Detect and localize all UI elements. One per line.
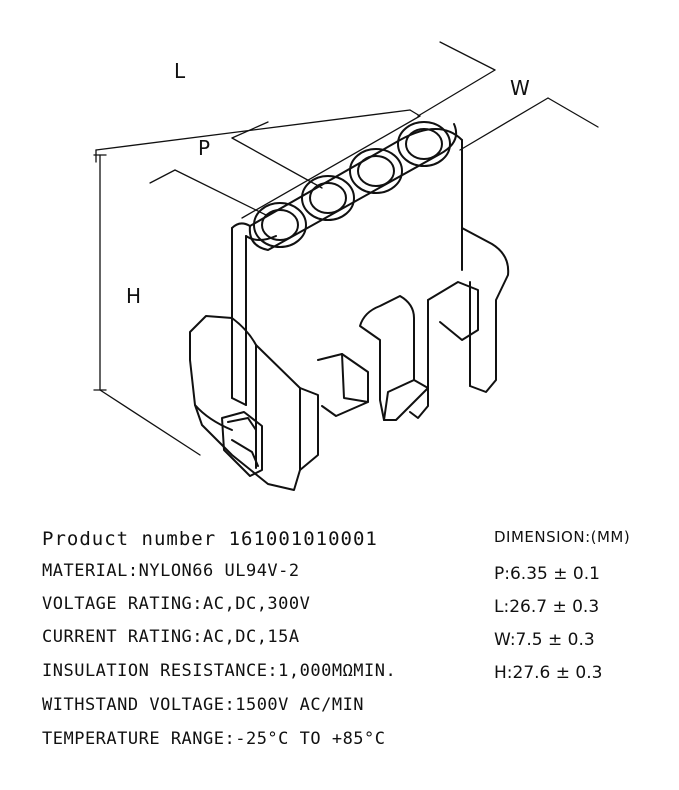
dim-label-p: P	[198, 136, 210, 160]
spec-insulation-resistance: INSULATION RESISTANCE:1,000MΩMIN.	[42, 661, 397, 681]
spec-material: MATERIAL:NYLON66 UL94V-2	[42, 561, 300, 581]
dimension-w: W:7.5 ± 0.3	[494, 630, 595, 650]
cavity-4	[397, 121, 451, 167]
spec-temperature-range: TEMPERATURE RANGE:-25°C TO +85°C	[42, 729, 386, 749]
dimension-h: H:27.6 ± 0.3	[494, 663, 603, 683]
dimension-line-p	[149, 121, 323, 216]
dimension-p: P:6.35 ± 0.1	[494, 564, 600, 584]
rear-latch-wings	[409, 227, 510, 419]
latch-fingers	[317, 295, 429, 421]
dim-label-l: L	[174, 59, 186, 83]
dimension-line-l	[95, 109, 421, 219]
front-latch-wing	[189, 315, 319, 491]
dimension-l: L:26.7 ± 0.3	[494, 597, 600, 617]
terminal-cavities	[253, 121, 451, 248]
spec-current-rating: CURRENT RATING:AC,DC,15A	[42, 627, 300, 647]
dimension-line-w	[417, 41, 599, 151]
dimension-heading: DIMENSION:(MM)	[494, 528, 631, 546]
product-number: Product number 161001010001	[42, 528, 378, 550]
spec-withstand-voltage: WITHSTAND VOLTAGE:1500V AC/MIN	[42, 695, 365, 715]
cavity-3	[349, 148, 403, 194]
spec-voltage-rating: VOLTAGE RATING:AC,DC,300V	[42, 594, 311, 614]
connector-drawing: L W P H	[93, 41, 599, 491]
dim-label-w: W	[510, 76, 530, 100]
cavity-2	[301, 175, 355, 221]
cavity-1	[253, 202, 307, 248]
dimension-line-h	[93, 154, 201, 456]
dim-label-h: H	[126, 284, 141, 308]
